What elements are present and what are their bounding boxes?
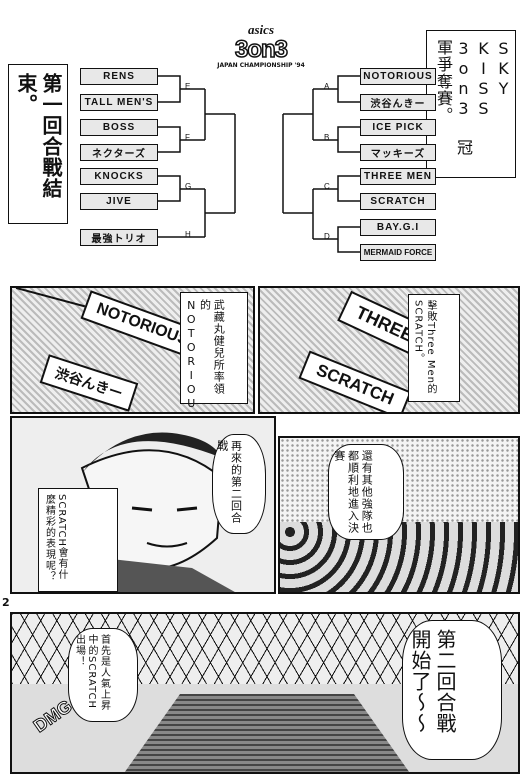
panel-three-scratch: THREE SCRATCH 擊敗Three Men的SCRATCH。 — [258, 286, 520, 414]
logo-subtitle: JAPAN CHAMPIONSHIP '94 — [217, 62, 305, 69]
bracket-letter-h: H — [185, 230, 191, 239]
asics-logo: asics 3on3 JAPAN CHAMPIONSHIP '94 — [206, 22, 316, 69]
bracket-letter-f: F — [185, 133, 190, 142]
bracket-letter-c: C — [324, 182, 330, 191]
bubble-scratch-beat: 擊敗Three Men的SCRATCH。 — [408, 294, 460, 402]
logo-title: 3on3 — [234, 36, 289, 63]
bracket-letter-g: G — [185, 182, 192, 191]
bracket-letter-e: E — [185, 82, 191, 91]
panel-arena: 首先是人氣上昇中的SCRATCH出場！ 第二回合戰開始了～～ DMG — [10, 612, 520, 774]
team-bay-gi: BAY.G.I — [360, 219, 436, 236]
bubble-other-teams: 還有其他強隊也都順利地進入決賽 — [328, 444, 404, 540]
bubble-next-round: 再來的第二回合戰 — [212, 434, 266, 534]
team-rens: RENS — [80, 68, 158, 85]
panel-notorious-closeup: NOTORIOUS 渋谷んきー 武藏丸健兒所率領的NOTORIOUS。 — [10, 286, 255, 414]
crowd — [280, 522, 518, 592]
bubble-scratch-entry: 首先是人氣上昇中的SCRATCH出場！ — [68, 628, 138, 722]
bubble-scratch-question: SCRATCH會有什麼精彩的表現呢？ — [38, 488, 118, 592]
bracket-lines — [158, 75, 360, 253]
team-nectars: ネクターズ — [80, 144, 158, 161]
tag-scratch: SCRATCH — [298, 350, 412, 412]
tag-shibuya: 渋谷んきー — [39, 354, 139, 412]
logo-brand: asics — [248, 22, 274, 37]
bracket-letter-b: B — [324, 133, 330, 142]
team-ice-pick: ICE PICK — [360, 119, 436, 136]
team-saikyo-trio: 最強トリオ — [80, 229, 158, 246]
panel-crowd: 還有其他強隊也都順利地進入決賽 — [278, 436, 520, 594]
bracket-letter-d: D — [324, 232, 330, 241]
bubble-notorious-leader: 武藏丸健兒所率領的NOTORIOUS。 — [180, 292, 248, 412]
team-notorious: NOTORIOUS — [360, 68, 436, 85]
caption-round-end: 第一回合戰結束。 — [8, 64, 68, 224]
team-mermaid-force: MERMAID FORCE — [360, 244, 436, 261]
caption-sky-kiss: SKY KISS 3on3 冠軍爭奪賽。 — [426, 30, 516, 178]
team-mackeys: マッキーズ — [360, 144, 436, 161]
team-three-men: THREE MEN — [360, 168, 436, 185]
arena-court — [122, 694, 412, 772]
panel-commentator: SCRATCH會有什麼精彩的表現呢？ 再來的第二回合戰 — [10, 416, 276, 594]
bubble-round-two-start: 第二回合戰開始了～～ — [402, 620, 502, 760]
bracket-panel: asics 3on3 JAPAN CHAMPIONSHIP '94 第一回合戰結… — [0, 0, 526, 284]
team-tall-mens: TALL MEN'S — [80, 94, 158, 111]
team-shibuya-nkie: 渋谷んきー — [360, 94, 436, 111]
team-scratch: SCRATCH — [360, 193, 436, 210]
page-number: 2 — [2, 596, 10, 609]
team-boss: BOSS — [80, 119, 158, 136]
team-knocks: KNOCKS — [80, 168, 158, 185]
team-jive: JIVE — [80, 193, 158, 210]
bracket-letter-a: A — [324, 82, 330, 91]
